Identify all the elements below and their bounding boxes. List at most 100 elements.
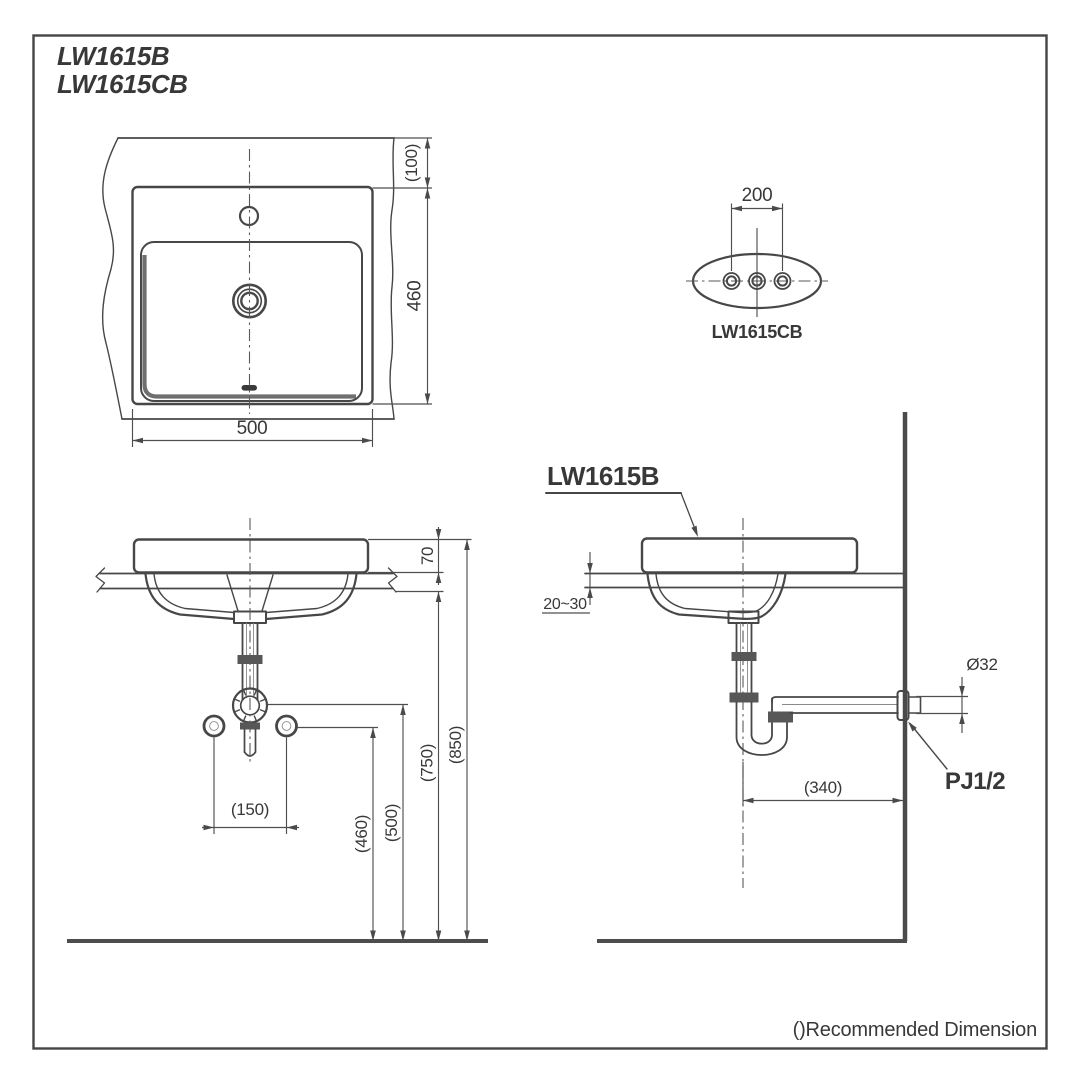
dim-supply-to-floor: (460) (297, 726, 378, 941)
arrowhead (424, 138, 431, 149)
sink-rim-front (132, 538, 370, 574)
basin-outer-right (264, 572, 358, 621)
sheet-border (32, 34, 1048, 1050)
wall-connection-callout: PJ1/2 (908, 721, 1006, 795)
top-view: (100) 460 500 (101, 137, 432, 447)
arrowhead (424, 188, 431, 199)
drain-boss-side (727, 610, 760, 624)
waste-pipe-horizontal (771, 696, 899, 714)
break-symbol-left (95, 567, 106, 593)
footer-note: ()Recommended Dimension (793, 1019, 1037, 1041)
dim-hole-spacing: 200 (730, 185, 784, 271)
title-block: LW1615B LW1615CB (57, 41, 188, 99)
arrowhead (362, 437, 373, 444)
trap-outlet-nut (768, 711, 793, 723)
trap-inlet-nut (729, 692, 759, 703)
valve-outlet-tip (243, 751, 257, 757)
dim-supply-to-floor-label: (460) (352, 815, 371, 853)
faucet-detail-label: LW1615CB (712, 322, 803, 342)
arrowhead (892, 797, 903, 804)
dim-back-offset-and-depth: (100) 460 (372, 137, 432, 405)
arrowhead (691, 525, 698, 537)
side-view: LW1615B 20~30 (542, 412, 1006, 943)
basin-inner-right (265, 573, 349, 614)
arrowhead (424, 177, 431, 188)
leader-line (909, 722, 948, 770)
hole-inner (776, 275, 789, 287)
sink-outline-plan (131, 185, 374, 406)
arrowhead (424, 393, 431, 404)
basin-shadow (142, 255, 356, 399)
tailpipe-inner-line (740, 623, 748, 700)
dim-drain-diameter-label: Ø32 (966, 655, 997, 674)
dim-valve-to-floor: (500) (267, 703, 408, 941)
arrowhead (370, 930, 376, 941)
dim-supply-spacing-label: (150) (231, 800, 269, 819)
dim-width: 500 (131, 409, 374, 447)
faucet-hole-left (722, 272, 741, 290)
dim-rim-height-label: 70 (418, 547, 437, 565)
basin-inner-left (153, 573, 235, 614)
hole-outer (773, 272, 792, 290)
hole-inner (725, 275, 738, 287)
arrowhead (464, 539, 470, 550)
front-view: 70 (850) (750) (500) (67, 518, 488, 943)
valve-outlet-pipe (243, 728, 257, 753)
arrowhead (400, 930, 406, 941)
tailpipe-side (735, 622, 753, 703)
arrowhead (132, 437, 143, 444)
dim-rim-to-floor: (850) (446, 539, 470, 941)
arrowhead (959, 686, 965, 697)
pipe-coupling (731, 652, 757, 661)
side-view-model-label: LW1615B (547, 461, 659, 491)
arrowhead (435, 591, 442, 602)
overflow-slot (241, 385, 257, 391)
dim-hole-spacing-label: 200 (742, 185, 773, 206)
arrowhead (435, 572, 442, 583)
arrowhead (464, 930, 470, 941)
dim-counter-thickness-label: 20~30 (543, 596, 587, 613)
hole-outer (722, 272, 741, 290)
faucet-hole-center (748, 272, 766, 290)
dim-rim-height: 70 (368, 527, 472, 585)
counter-break-right (389, 137, 395, 420)
supply-stub-left-inner (209, 721, 219, 731)
basin-outer-left (144, 572, 236, 621)
sink-rim-side (640, 537, 859, 574)
p-trap-inner (750, 697, 773, 745)
model-number-2: LW1615CB (57, 69, 187, 99)
wall-pipe-stub (907, 696, 922, 714)
counter-break-left (101, 137, 123, 420)
extension-line (213, 737, 288, 834)
arrowhead (203, 824, 214, 831)
p-trap-outer (735, 701, 788, 756)
arrowhead (587, 587, 593, 598)
supply-stub-right-inner (281, 721, 292, 731)
extension-line (916, 695, 968, 715)
arrowhead (731, 205, 742, 212)
hole-inner (751, 275, 763, 287)
dim-counter-thickness: 20~30 (542, 552, 593, 614)
wall-flange (896, 690, 910, 721)
basin-outer-side (646, 572, 787, 620)
basin-inner-side (655, 573, 779, 614)
dim-counter-to-floor-label: (750) (417, 744, 436, 782)
arrowhead (435, 930, 442, 941)
model-number-1: LW1615B (57, 41, 169, 71)
hole-outer (748, 272, 766, 290)
dim-trap-to-wall-label: (340) (804, 778, 842, 797)
supply-stub-left (202, 714, 226, 738)
dim-valve-to-floor-label: (500) (382, 804, 401, 842)
dim-trap-to-wall: (340) (742, 762, 903, 806)
arrowhead (435, 529, 442, 540)
basin-outline-plan (140, 241, 363, 402)
faucet-detail: 200 LW1615CB (686, 185, 828, 342)
supply-stub-right (275, 714, 298, 738)
arrowhead (400, 704, 406, 715)
arrowhead (743, 797, 754, 804)
arrowhead (772, 205, 783, 212)
dim-width-label: 500 (237, 418, 268, 439)
arrowhead (286, 824, 297, 831)
